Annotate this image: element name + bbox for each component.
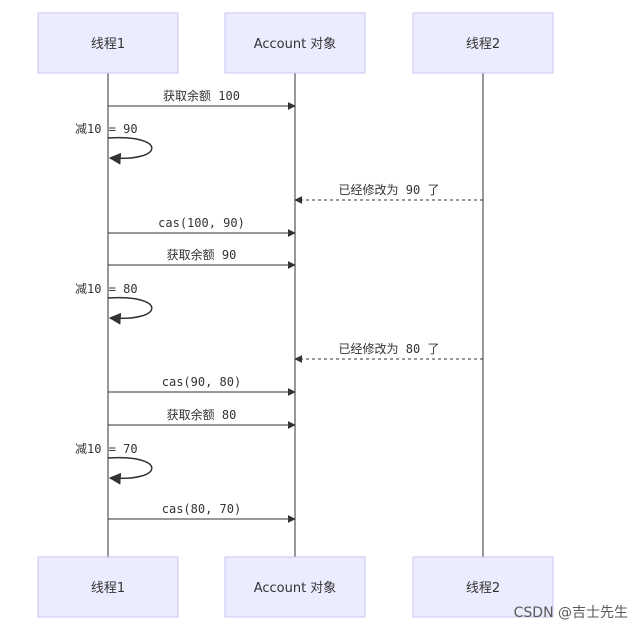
actor-box-t2-top: 线程2	[412, 12, 554, 74]
self-loop-label: 减10 = 80	[75, 282, 138, 296]
actor-label: Account 对象	[254, 581, 337, 596]
self-loop-label: 减10 = 70	[75, 442, 138, 456]
message-label: cas(100, 90)	[158, 216, 245, 230]
message-11: cas(80, 70)	[108, 502, 296, 523]
watermark-label: CSDN @吉士先生	[513, 605, 628, 621]
actor-rect	[224, 556, 366, 618]
message-6: 减10 = 80	[75, 282, 153, 325]
actor-box-t2-bottom: 线程2	[412, 556, 554, 618]
actor-label: Account 对象	[254, 37, 337, 52]
actor-label: 线程2	[466, 581, 500, 596]
self-loop-label: 减10 = 90	[75, 122, 138, 136]
message-7: 已经修改为 80 了	[294, 341, 483, 363]
actor-rect	[37, 12, 179, 74]
message-5: 获取余额 90	[108, 247, 296, 269]
message-label: 已经修改为 90 了	[339, 182, 440, 197]
message-label: cas(80, 70)	[162, 502, 241, 516]
self-loop-arrow	[107, 456, 153, 485]
message-label: 已经修改为 80 了	[339, 341, 440, 356]
message-8: cas(90, 80)	[108, 375, 296, 396]
message-1: 获取余额 100	[108, 88, 296, 110]
message-4: cas(100, 90)	[108, 216, 296, 237]
actor-rect	[37, 556, 179, 618]
self-loop-arrow	[107, 296, 153, 325]
actor-box-acc-bottom: Account 对象	[224, 556, 366, 618]
self-loop-arrow	[107, 136, 153, 165]
message-label: cas(90, 80)	[162, 375, 241, 389]
message-label: 获取余额 100	[163, 88, 240, 103]
message-9: 获取余额 80	[108, 407, 296, 429]
actor-label: 线程1	[91, 37, 125, 52]
actor-rect	[224, 12, 366, 74]
message-label: 获取余额 80	[167, 407, 237, 422]
actor-rect	[412, 12, 554, 74]
actor-rect	[412, 556, 554, 618]
message-3: 已经修改为 90 了	[294, 182, 483, 204]
actor-label: 线程1	[91, 581, 125, 596]
message-10: 减10 = 70	[75, 442, 153, 485]
actor-box-t1-bottom: 线程1	[37, 556, 179, 618]
message-label: 获取余额 90	[167, 247, 237, 262]
actor-box-acc-top: Account 对象	[224, 12, 366, 74]
actor-label: 线程2	[466, 37, 500, 52]
message-2: 减10 = 90	[75, 122, 153, 165]
actor-box-t1-top: 线程1	[37, 12, 179, 74]
